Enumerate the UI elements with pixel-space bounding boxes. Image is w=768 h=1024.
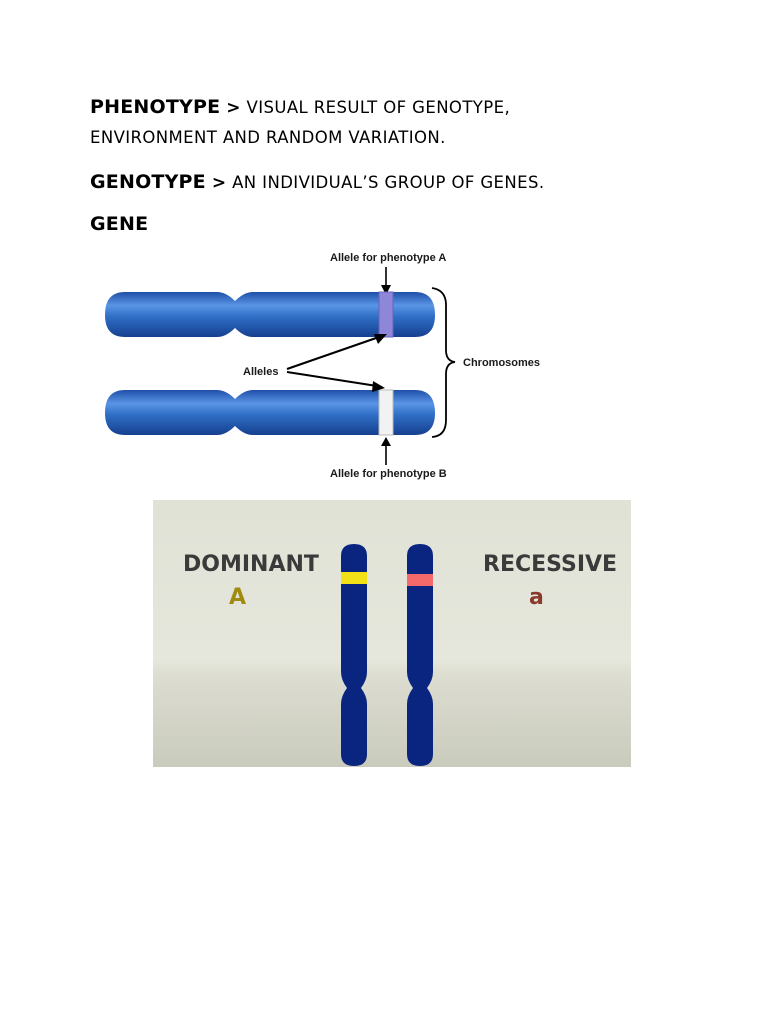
chromosome-bottom bbox=[105, 390, 435, 435]
chromosomes-bracket bbox=[431, 287, 456, 438]
allele-b-band bbox=[378, 389, 394, 436]
phenotype-arrow: > bbox=[226, 98, 241, 118]
genotype-definition: AN INDIVIDUAL’S GROUP OF GENES. bbox=[232, 173, 545, 192]
genotype-term: GENOTYPE bbox=[90, 171, 206, 193]
recessive-allele-band bbox=[407, 574, 433, 586]
recessive-label: RECESSIVE bbox=[483, 552, 617, 577]
dominant-label: DOMINANT bbox=[183, 552, 319, 577]
genotype-line: GENOTYPE> AN INDIVIDUAL’S GROUP OF GENES. bbox=[90, 171, 544, 193]
allele-a-arrowhead-icon bbox=[381, 285, 391, 295]
phenotype-definition-line2-row: ENVIRONMENT AND RANDOM VARIATION. bbox=[90, 128, 446, 147]
allele-b-label: Allele for phenotype B bbox=[330, 468, 447, 480]
allele-a-label: Allele for phenotype A bbox=[330, 252, 446, 264]
gene-line: GENE bbox=[90, 213, 148, 235]
alleles-arrowhead-bottom-icon bbox=[372, 381, 385, 392]
phenotype-definition-line2: ENVIRONMENT AND RANDOM VARIATION. bbox=[90, 128, 446, 147]
recessive-letter: a bbox=[529, 585, 544, 610]
dominant-recessive-figure: DOMINANT A RECESSIVE a bbox=[153, 500, 631, 767]
dominant-chromosome bbox=[341, 544, 367, 766]
genotype-arrow: > bbox=[211, 173, 227, 193]
alleles-arrowhead-top-icon bbox=[374, 334, 387, 344]
dominant-letter: A bbox=[229, 585, 246, 610]
phenotype-term: PHENOTYPE bbox=[90, 96, 221, 118]
recessive-chromosome bbox=[407, 544, 433, 766]
alleles-label: Alleles bbox=[243, 366, 278, 378]
alleles-pointer-bottom bbox=[286, 371, 378, 387]
phenotype-line: PHENOTYPE> VISUAL RESULT OF GENOTYPE, bbox=[90, 96, 510, 118]
alleles-pointer-top bbox=[286, 336, 380, 370]
chromosome-allele-diagram: Allele for phenotype A Alleles Chromosom… bbox=[105, 252, 540, 480]
phenotype-definition-line1: VISUAL RESULT OF GENOTYPE, bbox=[246, 98, 511, 117]
gene-term: GENE bbox=[90, 213, 149, 235]
chromosomes-label: Chromosomes bbox=[463, 357, 540, 369]
allele-b-arrowhead-icon bbox=[381, 437, 391, 446]
figure2-background bbox=[153, 500, 631, 767]
chromosome-top bbox=[105, 292, 435, 337]
allele-a-band bbox=[378, 291, 394, 338]
dominant-allele-band bbox=[341, 572, 367, 584]
